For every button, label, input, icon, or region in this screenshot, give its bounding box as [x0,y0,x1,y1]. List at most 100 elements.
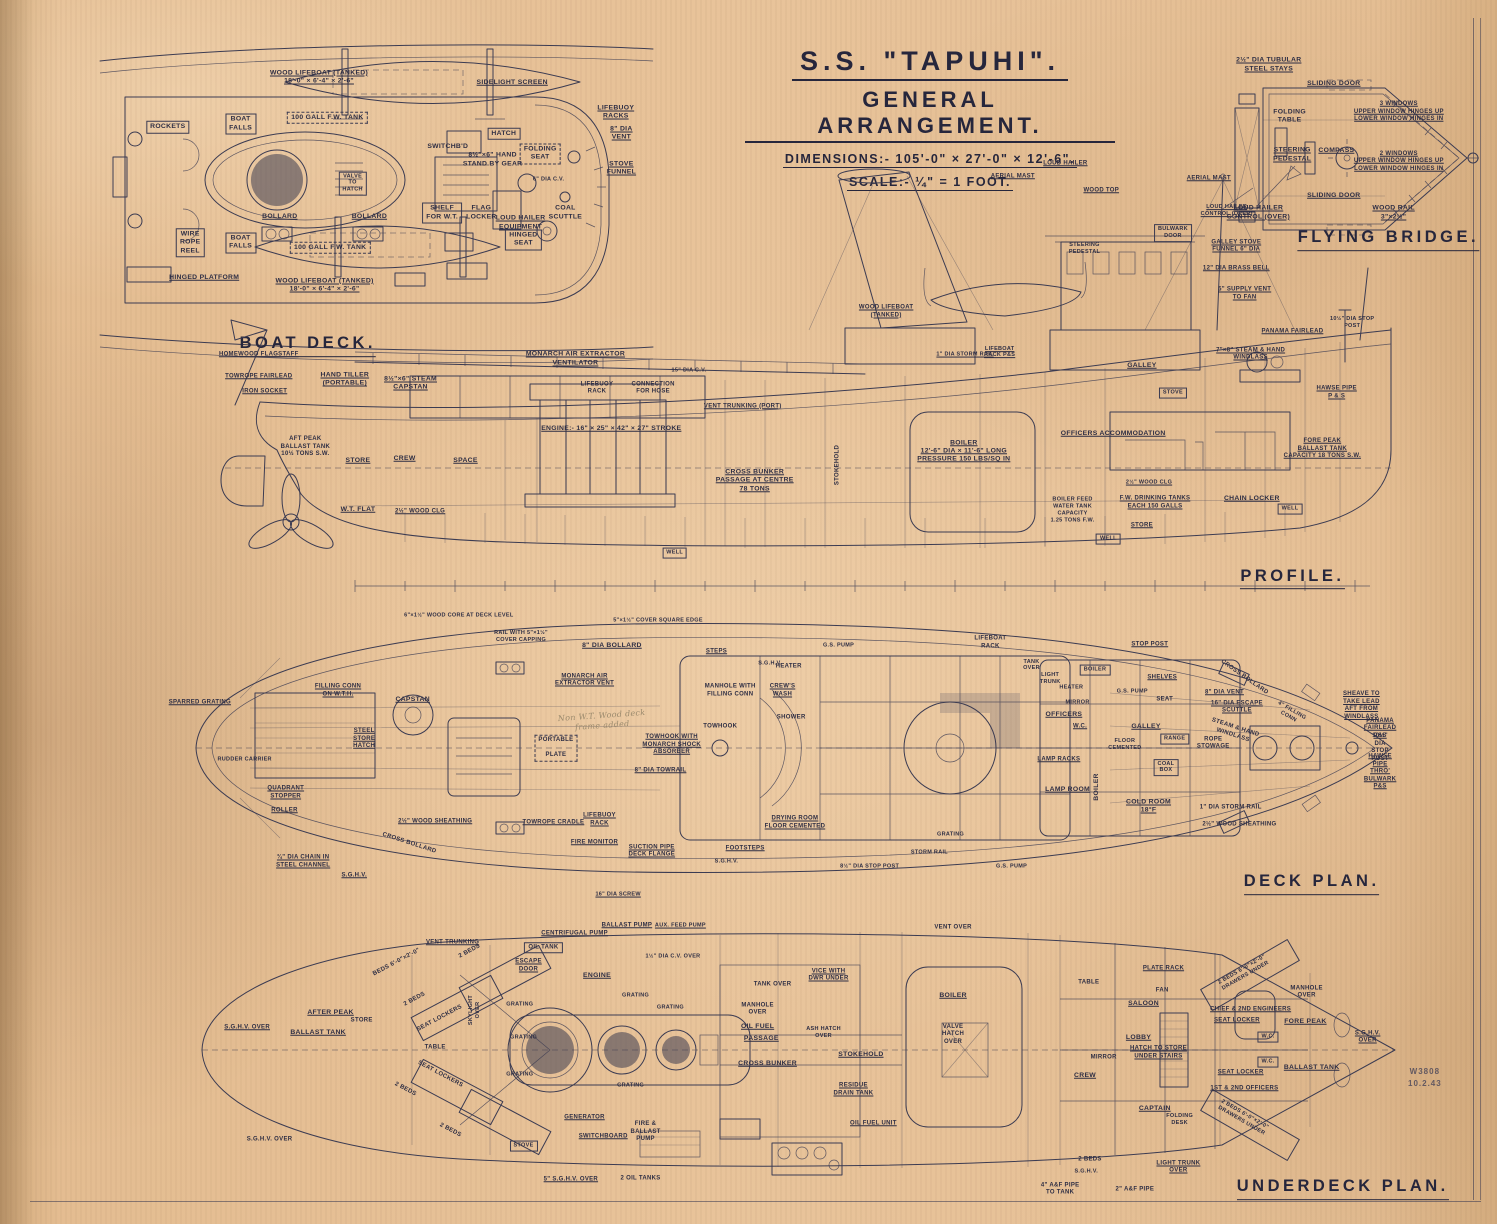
annotation-label: ROPE STOWAGE [1196,736,1230,750]
annotation-label: ¾" DIA CHAIN IN STEEL CHANNEL [276,854,331,869]
view-title: FLYING BRIDGE. [1297,227,1480,251]
dimensions-note: DIMENSIONS:- 105'-0" × 27'-0" × 12'-6". [782,152,1078,168]
annotation-label: GRATING [617,1082,645,1089]
boat-deck-view: BOAT DECK. WOOD LIFEBOAT (TANKED) 18'-0" … [95,35,655,365]
annotation-label: W.T. FLAT [340,505,376,513]
annotation-label: BOAT FALLS [225,232,257,254]
annotation-label: ESCAPE DOOR [515,958,542,973]
annotation-label: FOLDING TABLE [1273,108,1306,124]
annotation-label: MANHOLE OVER [741,1002,774,1016]
annotation-label: COMPASS [1318,146,1355,154]
annotation-label: STEPS [705,648,728,655]
annotation-label: LOUD HAILER CONTROL (OVER) [1200,203,1253,217]
annotation-label: BOILER [1093,773,1101,801]
annotation-label: BULWARK DOOR [1153,224,1192,243]
annotation-label: S.G.H.V. OVER [1354,1030,1381,1044]
annotation-label: LOBBY [1125,1033,1152,1041]
annotation-label: 100 GALL F.W. TANK [290,241,371,255]
annotation-label: LIGHT TRUNK OVER [1156,1160,1201,1174]
annotation-label: BOAT FALLS [225,113,257,135]
annotation-label: GENERATOR [564,1114,605,1121]
annotation-label: BOILER [939,991,967,999]
annotation-label: STEEL STORE HATCH [353,727,376,749]
profile-drawing [220,165,1395,592]
underdeck-plan-drawing [201,932,1396,1176]
annotation-label: AUX. FEED PUMP [654,922,706,929]
border-line-bottom [30,1201,1481,1202]
view-title: BOAT DECK. [239,333,377,357]
annotation-label: 2 BEDS [1078,1156,1102,1163]
annotation-label: QUADRANT STOPPER [267,785,305,800]
annotation-label: GRATING [937,831,965,838]
annotation-label: CHAIN LOCKER [1223,494,1280,502]
annotation-label: CONNECTION FOR HOSE [631,381,675,395]
annotation-label: FIRE & BALLAST PUMP [630,1120,661,1142]
annotation-label: STORE [1130,522,1153,528]
annotation-label: CREW'S WASH [769,683,796,698]
annotation-label: AFTER PEAK [307,1008,354,1016]
annotation-label: 8½" DIA STOP POST [840,863,900,870]
annotation-label: 2½" DIA TUBULAR STEEL STAYS [1236,56,1302,73]
annotation-label: FOLDING DESK [1166,1112,1194,1126]
annotation-label: GRATING [506,1071,534,1078]
annotation-label: GRATING [622,992,650,999]
annotation-label: WELL [1277,503,1303,515]
annotation-label: STOVE [1158,387,1187,399]
view-title: PROFILE. [1240,566,1345,590]
annotation-label: 1½" DIA C.V. OVER [645,953,701,960]
annotation-label: CROSS BUNKER [738,1059,797,1067]
annotation-label: GRATING [506,1001,534,1008]
annotation-label: CREW [393,454,416,462]
annotation-label: HATCH TO STORE UNDER STAIRS [1130,1045,1187,1060]
annotation-label: RANGE [1159,733,1190,745]
annotation-label: 2½" WOOD SHEATHING [398,817,473,824]
annotation-label: WOOD LIFEBOAT (TANKED) 18'-0" × 6'-4" × … [269,69,369,85]
annotation-label: FIRE MONITOR [570,838,619,845]
annotation-label: STOP POST [1131,640,1169,647]
annotation-label: SWITCHB'D [427,142,469,150]
annotation-label: FORE PEAK BALLAST TANK CAPACITY 18 TONS … [1283,438,1361,459]
annotation-label: MIRROR [1090,1054,1117,1060]
annotation-label: STEERING PEDESTAL [1273,146,1312,163]
annotation-label: 8" DIA TOWRAIL [634,766,687,773]
annotation-label: AFT PEAK BALLAST TANK 10½ TONS S.W. [280,435,331,457]
annotation-label: 2 WINDOWS UPPER WINDOW HINGES UP LOWER W… [1353,150,1444,172]
annotation-label: 6" DIA C.V. [532,176,565,183]
annotation-label: SKYLIGHT OVER [468,994,481,1025]
annotation-label: 1" DIA STORM RAIL [1199,804,1262,811]
annotation-label: STORE [350,1016,373,1023]
annotation-label: 8" DIA BOLLARD [582,641,642,649]
annotation-label: S.G.H.V. OVER [224,1024,270,1031]
annotation-label: TABLE [424,1044,446,1051]
annotation-label: G.S. PUMP [996,863,1028,870]
annotation-label: BOLLARD [351,212,388,220]
deck-plan-drawing [195,623,1393,873]
annotation-label: ROLLER [271,807,298,814]
annotation-label: SEAT LOCKER [1213,1016,1260,1023]
annotation-label: HINGED SEAT [505,229,542,251]
annotation-label: GALLEY [1131,722,1161,730]
annotation-label: RAIL WITH 5"×1½" COVER CAPPING [494,630,548,643]
annotation-label: 10½" DIA STOP POST [1371,733,1389,762]
annotation-label: 16" DIA ESCAPE SCUTTLE [1211,700,1263,714]
annotation-label: MONARCH AIR EXTRACTOR VENTILATOR [525,350,626,367]
annotation-label: FLOOR CEMENTED [1108,738,1142,751]
view-title: DECK PLAN. [1243,871,1380,895]
annotation-label: SWITCHBOARD [578,1133,628,1140]
annotation-label: STEERING PEDESTAL [1068,242,1101,255]
drawing-reference-note: W3808 10.2.43 [1408,1066,1442,1090]
annotation-label: WOOD LIFEBOAT (TANKED) 18'-0" × 6'-4" × … [275,277,374,293]
annotation-label: OFFICERS ACCOMMODATION [1060,429,1166,437]
annotation-label: HAND TILLER (PORTABLE) [320,371,370,387]
annotation-label: TABLE [1078,979,1100,986]
annotation-label: SIDELIGHT SCREEN [476,78,548,86]
annotation-label: BALLAST PUMP [601,922,653,929]
annotation-label: S.G.H.V. [714,858,739,865]
paper-left-edge [0,0,34,1224]
annotation-label: FOOTSTEPS [725,844,765,851]
annotation-label: CENTRIFUGAL PUMP [541,930,608,936]
annotation-label: OFFICERS [1045,710,1083,718]
annotation-label: SLIDING DOOR [1307,80,1361,88]
annotation-label: STORM RAIL [910,849,948,856]
annotation-label: LIFEBOAT RACK P&S [984,345,1016,359]
